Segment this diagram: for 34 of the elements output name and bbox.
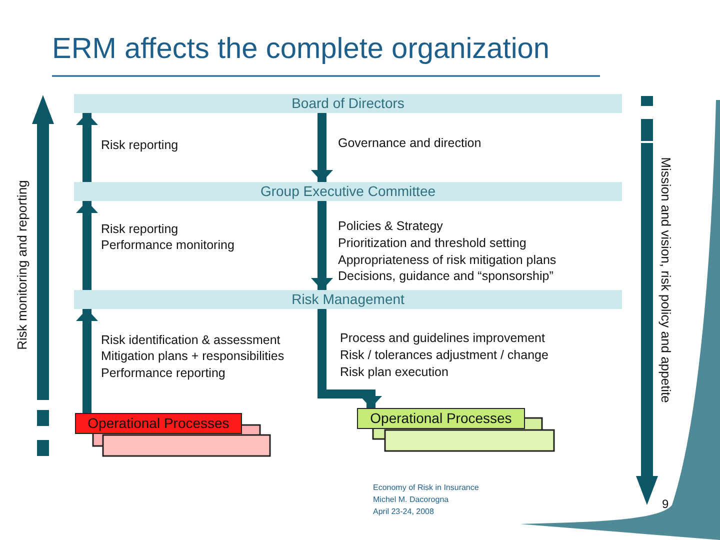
stacked-card — [102, 434, 271, 457]
level-band: Group Executive Committee — [74, 182, 622, 201]
process-box: Operational Processes — [75, 413, 242, 434]
arrow-label: Governance and direction — [338, 136, 482, 151]
arrow-label: Risk identification & assessment — [101, 333, 280, 348]
arrow-label: Policies & Strategy — [338, 219, 443, 234]
footer-text: Economy of Risk in Insurance — [373, 482, 479, 493]
arrow-label: Risk reporting — [101, 222, 178, 237]
arrow — [76, 113, 98, 182]
footer-text: Michel M. Dacorogna — [373, 494, 449, 505]
stacked-card — [384, 429, 555, 452]
arrow — [76, 201, 98, 290]
arrow-label: Risk / tolerances adjustment / change — [340, 348, 548, 363]
axis-label: Mission and vision, risk policy and appetite — [658, 157, 674, 403]
arrow — [311, 113, 333, 182]
arrow-label: Performance monitoring — [101, 238, 234, 253]
arrow — [76, 309, 98, 413]
level-band: Board of Directors — [74, 94, 622, 113]
axis-label: Risk monitoring and reporting — [14, 180, 30, 350]
page-number: 9 — [662, 497, 669, 512]
arrow-label: Appropriateness of risk mitigation plans — [338, 253, 556, 268]
arrow-label: Performance reporting — [101, 366, 226, 381]
slide-title: ERM affects the complete organization — [52, 33, 550, 66]
arrow-label: Prioritization and threshold setting — [338, 236, 526, 251]
arrow-label: Risk plan execution — [340, 365, 448, 380]
footer-text: April 23-24, 2008 — [373, 506, 434, 517]
arrow — [318, 309, 382, 408]
arrow — [311, 201, 333, 290]
arrow-label: Process and guidelines improvement — [340, 331, 545, 346]
process-box: Operational Processes — [357, 408, 525, 429]
level-band: Risk Management — [74, 290, 622, 309]
arrow-label: Decisions, guidance and “sponsorship” — [338, 269, 554, 284]
arrow-label: Mitigation plans + responsibilities — [101, 349, 284, 364]
arrow-label: Risk reporting — [101, 138, 178, 153]
